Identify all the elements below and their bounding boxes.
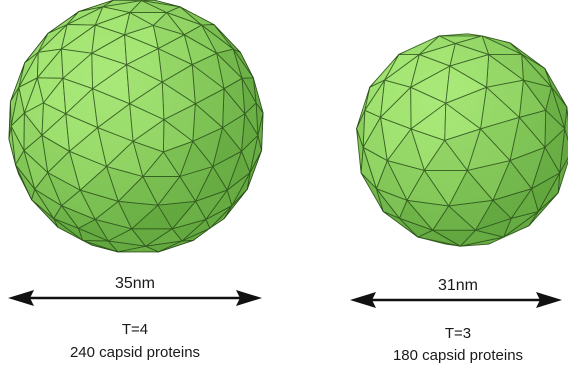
diameter-arrow-t3 (350, 292, 562, 308)
capsid-t3-icon (357, 34, 568, 247)
capsid-shading (358, 34, 568, 247)
diameter-label-t3: 31nm (438, 277, 478, 294)
triangulation-label-t4: T=4 (122, 321, 148, 338)
capsid-t4-icon (9, 0, 263, 252)
protein-count-label-t4: 240 capsid proteins (70, 344, 200, 361)
capsid-shading (10, 0, 262, 252)
diameter-label-t4: 35nm (115, 275, 155, 292)
protein-count-label-t3: 180 capsid proteins (393, 347, 523, 364)
triangulation-label-t3: T=3 (445, 325, 471, 342)
diameter-arrow-t4 (8, 290, 262, 306)
